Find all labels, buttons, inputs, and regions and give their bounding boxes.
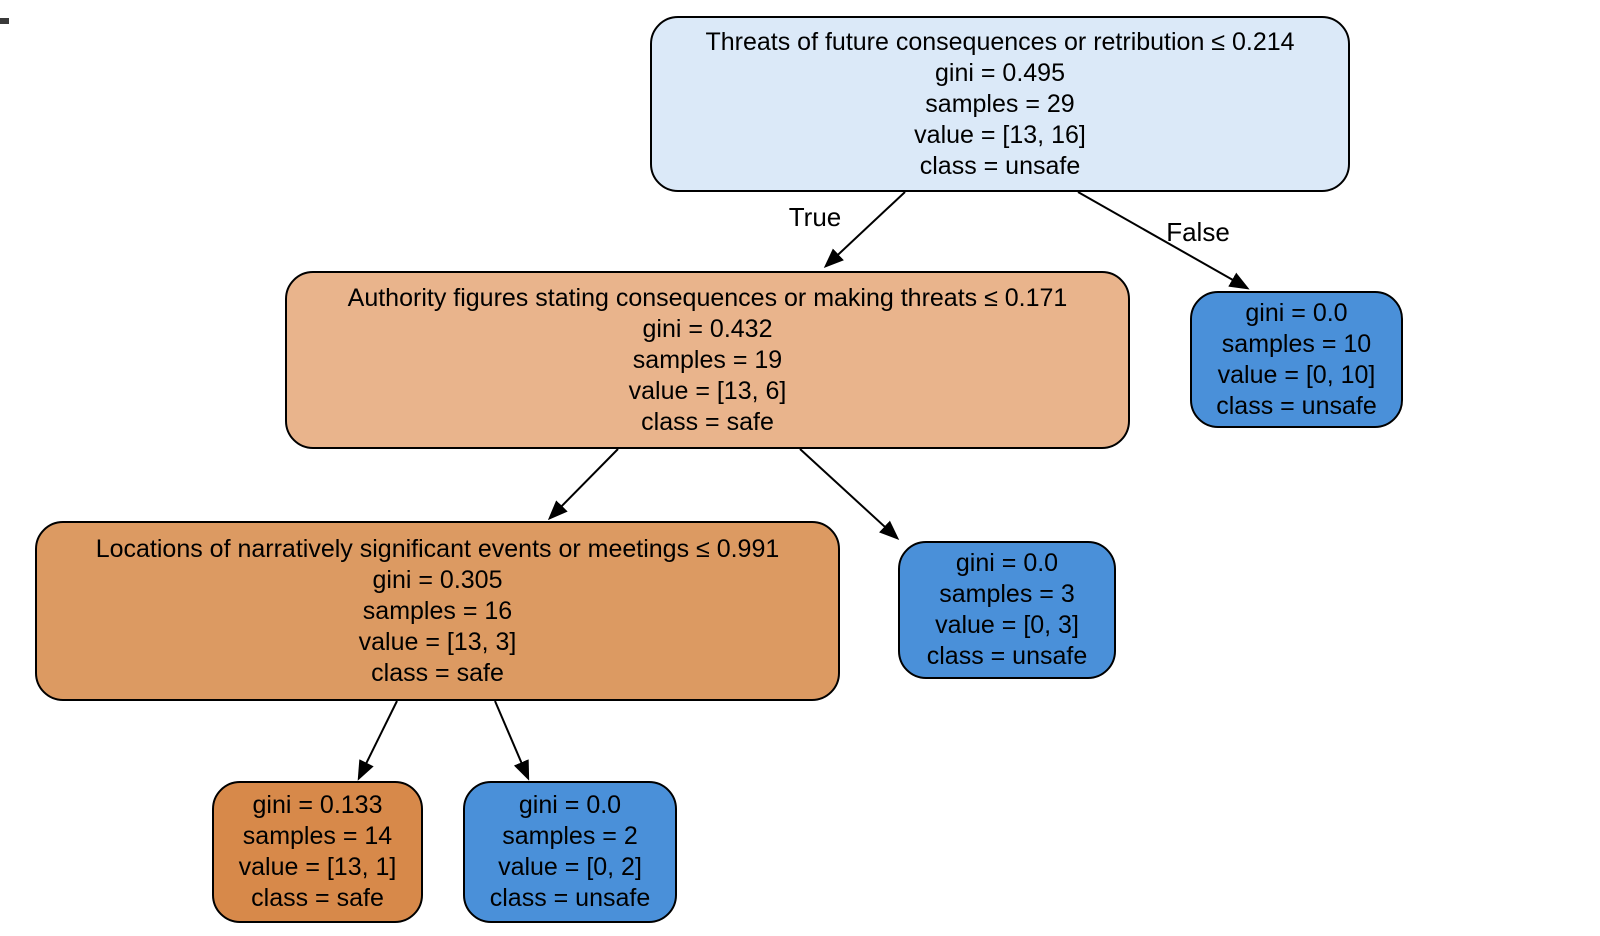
condition-label: Locations of narratively significant eve… xyxy=(95,534,780,563)
value-label: value = [13, 16] xyxy=(914,120,1086,149)
value-label: value = [0, 3] xyxy=(935,611,1079,639)
edge-left-to-leftleft xyxy=(547,448,619,521)
leaf-unsafe-samples-2: gini = 0.0 samples = 2 value = [0, 2] cl… xyxy=(463,781,677,923)
condition-label: Authority figures stating consequences o… xyxy=(347,283,1068,312)
edge-root-to-right xyxy=(1077,191,1250,290)
condition-label: Threats of future consequences or retrib… xyxy=(705,27,1295,56)
class-label: class = safe xyxy=(641,407,774,436)
edge-leftleft-to-leaf-safe xyxy=(357,700,398,781)
samples-label: samples = 19 xyxy=(632,345,783,374)
value-label: value = [13, 3] xyxy=(358,627,517,656)
class-label: class = unsafe xyxy=(489,884,651,912)
node-root: Threats of future consequences or retrib… xyxy=(650,16,1350,192)
class-label: class = unsafe xyxy=(1216,391,1377,420)
node-authority-threats: Authority figures stating consequences o… xyxy=(285,271,1130,449)
value-label: value = [13, 6] xyxy=(628,376,787,405)
leaf-unsafe-samples-3: gini = 0.0 samples = 3 value = [0, 3] cl… xyxy=(898,541,1116,679)
gini-label: gini = 0.0 xyxy=(518,791,622,819)
edge-label-false: False xyxy=(1166,217,1230,247)
value-label: value = [0, 10] xyxy=(1217,360,1376,389)
value-label: value = [13, 1] xyxy=(238,853,397,881)
value-label: value = [0, 2] xyxy=(498,853,642,881)
class-label: class = unsafe xyxy=(919,151,1081,180)
gini-label: gini = 0.0 xyxy=(955,549,1059,577)
leaf-safe-samples-14: gini = 0.133 samples = 14 value = [13, 1… xyxy=(212,781,423,923)
samples-label: samples = 16 xyxy=(362,596,513,625)
gini-label: gini = 0.133 xyxy=(252,791,383,819)
edge-leftleft-to-leaf-unsafe xyxy=(494,700,530,781)
gini-label: gini = 0.432 xyxy=(642,314,773,343)
gini-label: gini = 0.495 xyxy=(935,58,1065,87)
samples-label: samples = 3 xyxy=(939,580,1075,608)
samples-label: samples = 14 xyxy=(242,822,393,850)
samples-label: samples = 29 xyxy=(925,89,1075,118)
class-label: class = unsafe xyxy=(926,642,1088,670)
gini-label: gini = 0.0 xyxy=(1245,298,1348,327)
samples-label: samples = 10 xyxy=(1221,329,1372,358)
gini-label: gini = 0.305 xyxy=(372,565,503,594)
class-label: class = safe xyxy=(371,658,504,687)
edge-label-true: True xyxy=(789,202,842,232)
leaf-unsafe-samples-10: gini = 0.0 samples = 10 value = [0, 10] … xyxy=(1190,291,1403,428)
edge-root-to-left xyxy=(823,191,906,269)
node-locations-events: Locations of narratively significant eve… xyxy=(35,521,840,701)
class-label: class = safe xyxy=(251,884,384,912)
stray-mark xyxy=(0,18,9,24)
edge-left-to-leftright xyxy=(799,448,900,541)
samples-label: samples = 2 xyxy=(502,822,638,850)
